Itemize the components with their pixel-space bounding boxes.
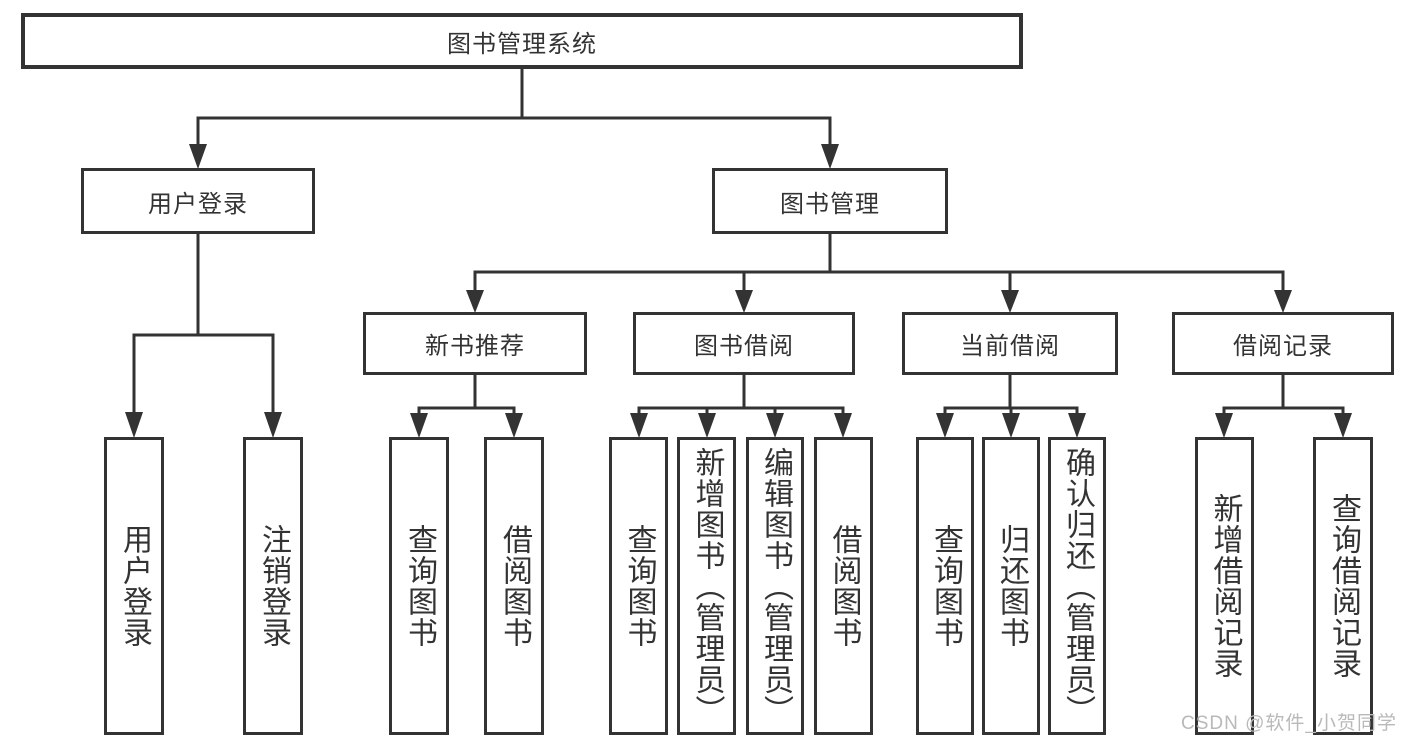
leaf-borrow-book-recommend-label: 借阅图书 xyxy=(498,524,531,648)
leaf-add-book-admin: 新增图书（管理员） xyxy=(677,437,736,735)
borrow-records-connectors xyxy=(1215,375,1352,438)
node-borrow-records-label: 借阅记录 xyxy=(1233,333,1333,360)
leaf-add-book-admin-label: 新增图书（管理员） xyxy=(690,446,724,726)
level1-connectors xyxy=(189,69,839,169)
node-book-borrow-label: 图书借阅 xyxy=(694,333,794,360)
leaf-query-book-recommend-label: 查询图书 xyxy=(403,524,436,648)
book-borrow-connectors xyxy=(630,375,852,438)
leaf-add-borrow-record: 新增借阅记录 xyxy=(1195,437,1254,735)
leaf-edit-book-admin: 编辑图书（管理员） xyxy=(746,437,804,735)
node-user-login-label: 用户登录 xyxy=(148,190,248,218)
node-book-management: 图书管理 xyxy=(712,168,948,234)
leaf-borrow-book-recommend: 借阅图书 xyxy=(484,437,544,735)
leaf-query-book-current-label: 查询图书 xyxy=(929,524,962,648)
node-book-borrow: 图书借阅 xyxy=(633,312,855,375)
leaf-confirm-return-admin: 确认归还（管理员） xyxy=(1048,437,1106,735)
leaf-return-book: 归还图书 xyxy=(982,437,1040,735)
node-book-management-label: 图书管理 xyxy=(780,190,880,218)
node-current-borrow-label: 当前借阅 xyxy=(960,333,1060,360)
book-mgmt-connectors xyxy=(466,234,1292,313)
node-new-book-recommend: 新书推荐 xyxy=(363,312,587,375)
node-root-label: 图书管理系统 xyxy=(447,30,597,58)
leaf-query-book-borrow: 查询图书 xyxy=(609,437,668,735)
leaf-user-login-label: 用户登录 xyxy=(118,524,151,648)
leaf-edit-book-admin-label: 编辑图书（管理员） xyxy=(759,446,792,726)
user-login-connectors xyxy=(125,234,282,438)
leaf-logout-label: 注销登录 xyxy=(257,524,290,648)
leaf-query-borrow-record: 查询借阅记录 xyxy=(1313,437,1373,735)
leaf-confirm-return-admin-label: 确认归还（管理员） xyxy=(1061,446,1094,726)
leaf-user-login: 用户登录 xyxy=(104,437,164,735)
node-current-borrow: 当前借阅 xyxy=(902,312,1118,375)
leaf-query-borrow-record-label: 查询借阅记录 xyxy=(1327,493,1360,679)
leaf-return-book-label: 归还图书 xyxy=(995,524,1028,648)
node-user-login: 用户登录 xyxy=(81,168,315,234)
node-new-book-recommend-label: 新书推荐 xyxy=(425,333,525,360)
leaf-borrow-book-label: 借阅图书 xyxy=(827,524,861,648)
leaf-borrow-book: 借阅图书 xyxy=(814,437,873,735)
node-root: 图书管理系统 xyxy=(21,13,1023,69)
new-book-rec-connectors xyxy=(410,375,523,438)
leaf-logout: 注销登录 xyxy=(243,437,303,735)
leaf-query-book-borrow-label: 查询图书 xyxy=(622,524,656,648)
leaf-query-book-current: 查询图书 xyxy=(916,437,974,735)
current-borrow-connectors xyxy=(936,375,1086,438)
leaf-query-book-recommend: 查询图书 xyxy=(389,437,449,735)
leaf-add-borrow-record-label: 新增借阅记录 xyxy=(1208,493,1242,679)
node-borrow-records: 借阅记录 xyxy=(1172,312,1394,375)
watermark: CSDN @软件_小贺同学 xyxy=(1181,713,1397,734)
